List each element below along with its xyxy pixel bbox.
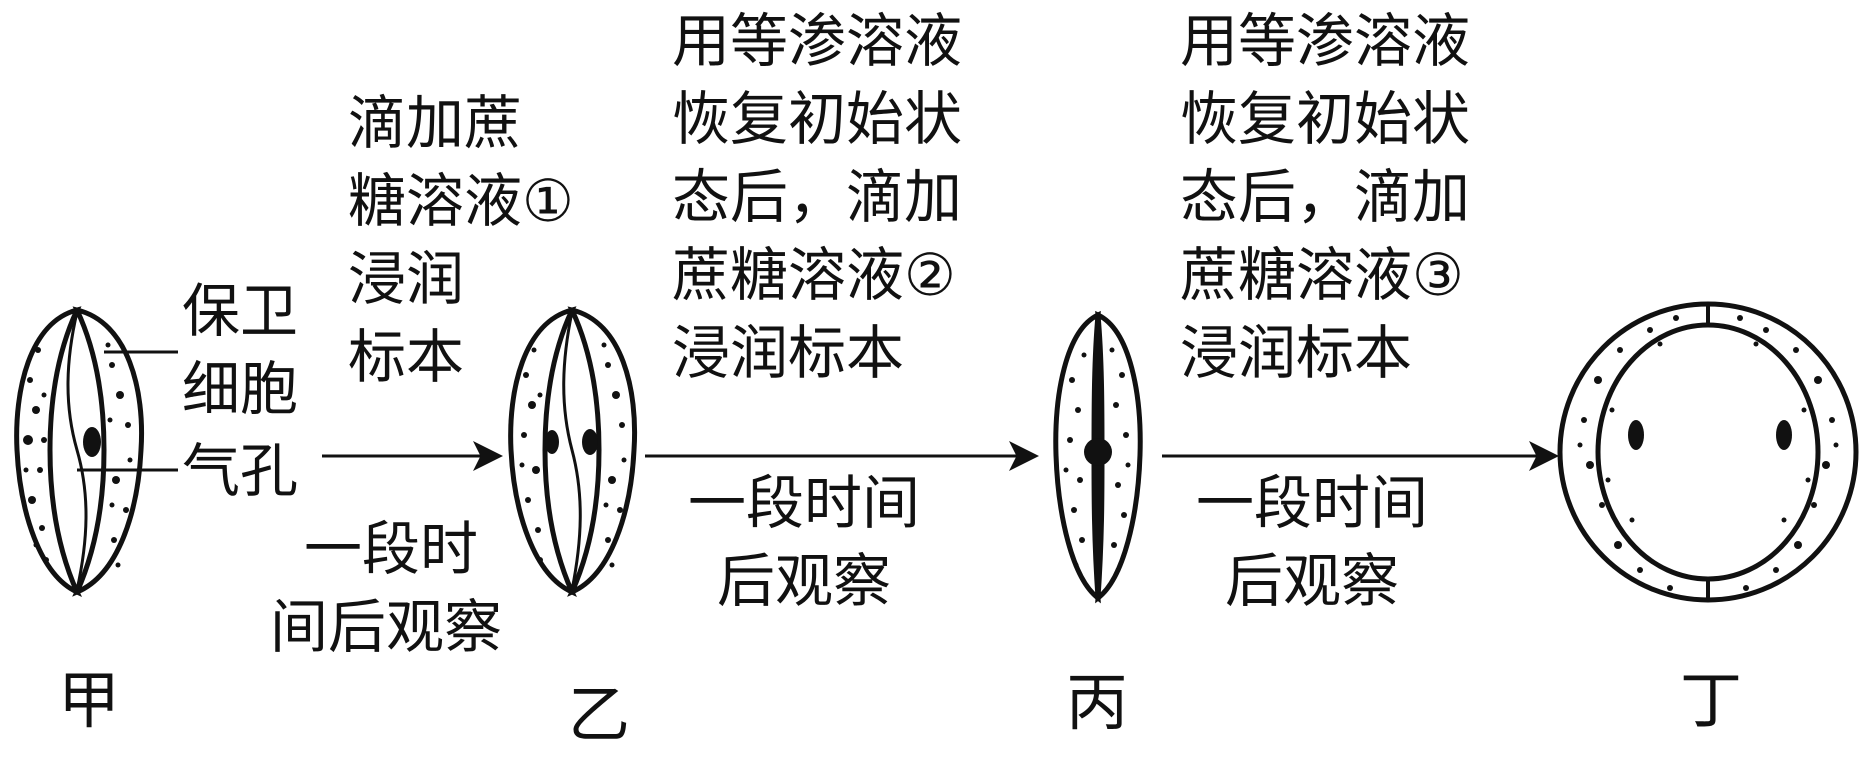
nucleus-ding-left: [1628, 420, 1644, 450]
stage-label-yi: 乙: [568, 678, 631, 751]
step3-line-1: 用等渗溶液: [1180, 7, 1471, 75]
guard-cell-label-line2: 细胞: [182, 355, 299, 423]
stoma-jia: [14, 306, 178, 598]
step1-line-2: 糖溶液①: [348, 167, 574, 235]
chloroplast-dots-yi: [519, 342, 627, 568]
stage-label-bing: 丙: [1066, 666, 1129, 739]
chloroplast-dots-ding: [1577, 315, 1839, 591]
guard-cell-left-jia: [14, 306, 82, 598]
step3-obs-line-2: 后观察: [1225, 547, 1400, 615]
step3-line-5: 浸润标本: [1180, 319, 1413, 387]
stoma-yi: [508, 306, 638, 597]
guard-cell-right-jia: [72, 306, 145, 597]
stoma-ding: [1557, 301, 1859, 603]
stoma-pore-ding: [1595, 322, 1821, 582]
step3-obs-line-1: 一段时间: [1196, 469, 1429, 537]
step2-line-2: 恢复初始状: [672, 85, 963, 153]
step2-line-4: 蔗糖溶液②: [672, 241, 956, 309]
step2-instructions: 用等渗溶液 恢复初始状 态后，滴加 蔗糖溶液② 浸润标本: [672, 2, 962, 392]
chloroplast-dots-bing: [1063, 347, 1131, 573]
step3-instructions: 用等渗溶液 恢复初始状 态后，滴加 蔗糖溶液③ 浸润标本: [1180, 2, 1470, 392]
nucleus-jia: [83, 427, 101, 457]
stoma-label: 气孔: [182, 437, 299, 505]
step3-line-3: 态后，滴加: [1180, 163, 1471, 231]
step2-line-3: 态后，滴加: [672, 163, 963, 231]
step2-line-5: 浸润标本: [672, 319, 905, 387]
chloroplast-dots-jia: [23, 342, 133, 568]
step1-obs-line-2: 间后观察: [270, 593, 503, 661]
step1-observation: 一段时 间后观察: [270, 510, 502, 666]
step1-obs-line-1: 一段时: [304, 515, 479, 583]
step2-obs-line-1: 一段时间: [688, 469, 921, 537]
step2-line-1: 用等渗溶液: [672, 7, 963, 75]
nucleus-bing: [1084, 438, 1112, 466]
stage-label-ding: 丁: [1680, 664, 1743, 737]
step1-instructions: 滴加蔗 糖溶液① 浸润 标本: [348, 84, 574, 396]
step2-observation: 一段时间 后观察: [688, 464, 920, 620]
guard-cell-label: 保卫 细胞: [182, 272, 298, 428]
step1-line-1: 滴加蔗: [348, 89, 523, 157]
stage-label-jia: 甲: [58, 664, 121, 737]
step1-line-4: 标本: [348, 323, 465, 391]
step3-line-2: 恢复初始状: [1180, 85, 1471, 153]
nucleus-ding-right: [1776, 420, 1792, 450]
step2-obs-line-2: 后观察: [717, 547, 892, 615]
guard-cell-label-line1: 保卫: [182, 277, 299, 345]
guard-cell-right-yi: [567, 306, 638, 597]
step3-observation: 一段时间 后观察: [1196, 464, 1428, 620]
guard-cell-right-bing: [1095, 310, 1143, 604]
step3-line-4: 蔗糖溶液③: [1180, 241, 1464, 309]
nucleus-yi-left: [545, 430, 559, 454]
step1-line-3: 浸润: [348, 245, 465, 313]
nucleus-yi-right: [582, 429, 598, 455]
stoma-bing: [1053, 310, 1143, 604]
